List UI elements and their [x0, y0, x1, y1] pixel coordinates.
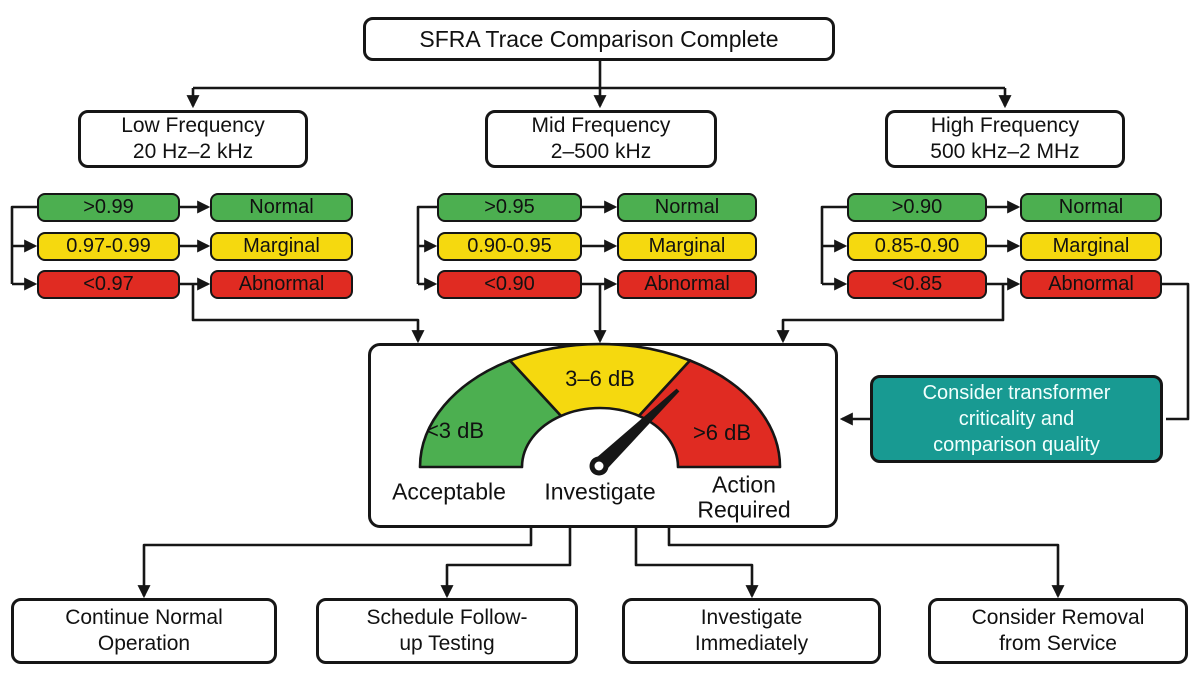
high-threshold-normal: >0.90 [847, 192, 987, 222]
band-label-line1: High Frequency [930, 114, 1080, 138]
band-node-mid-frequency: Mid Frequency 2–500 kHz [485, 110, 717, 168]
outcome-line2: Operation [97, 632, 191, 655]
outcome-line2: from Service [999, 632, 1117, 655]
mid-status-abnormal: Abnormal [617, 269, 757, 299]
high-threshold-marginal: 0.85-0.90 [847, 231, 987, 261]
gauge-action-line2: Required [697, 497, 791, 523]
outcome-line1: Continue Normal [65, 606, 223, 630]
threshold-value: 0.97-0.99 [66, 234, 151, 257]
status-value: Normal [654, 195, 720, 218]
note-line1: Consider transformer [922, 382, 1111, 404]
low-status-abnormal: Abnormal [210, 269, 353, 299]
threshold-value: 0.90-0.95 [467, 234, 552, 257]
band-node-high-frequency: High Frequency 500 kHz–2 MHz [885, 110, 1125, 168]
high-status-marginal: Marginal [1020, 231, 1162, 261]
threshold-value: 0.85-0.90 [874, 234, 960, 257]
outcome-line2: up Testing [399, 632, 495, 655]
gauge-red-range-label: >6 dB [692, 420, 752, 445]
gauge-green-range-label: <3 dB [425, 418, 485, 443]
band-label-line2: 500 kHz–2 MHz [930, 140, 1080, 163]
low-threshold-normal: >0.99 [37, 192, 180, 222]
threshold-value: <0.97 [83, 272, 134, 295]
mid-threshold-normal: >0.95 [437, 192, 582, 222]
low-status-marginal: Marginal [210, 231, 353, 261]
gauge-action-required-label: Action Required [697, 471, 791, 524]
band-label-line2: 2–500 kHz [550, 140, 652, 163]
threshold-value: <0.90 [484, 272, 535, 295]
mid-status-normal: Normal [617, 192, 757, 222]
mid-threshold-abnormal: <0.90 [437, 269, 582, 299]
threshold-value: >0.99 [83, 195, 134, 218]
start-node-label: SFRA Trace Comparison Complete [419, 25, 779, 52]
note-line2: criticality and [958, 408, 1075, 430]
status-value: Marginal [1052, 234, 1130, 257]
high-status-abnormal: Abnormal [1020, 269, 1162, 299]
outcome-node-consider-removal-from-service: Consider Removal from Service [928, 598, 1188, 664]
low-status-normal: Normal [210, 192, 353, 222]
threshold-value: >0.90 [891, 195, 943, 218]
outcome-line1: Investigate [700, 606, 803, 630]
status-value: Marginal [648, 234, 726, 257]
status-value: Abnormal [1048, 272, 1134, 295]
criticality-note-node: Consider transformer criticality and com… [870, 375, 1163, 463]
status-value: Abnormal [238, 272, 325, 295]
top-fanout-connectors [186, 61, 1012, 109]
status-value: Marginal [243, 234, 320, 257]
low-threshold-marginal: 0.97-0.99 [37, 231, 180, 261]
gauge-yellow-range-label: 3–6 dB [565, 366, 635, 391]
band-label-line2: 20 Hz–2 kHz [132, 140, 254, 163]
gauge-investigate-label: Investigate [544, 478, 656, 505]
band-node-low-frequency: Low Frequency 20 Hz–2 kHz [78, 110, 308, 168]
band-label-line1: Mid Frequency [531, 114, 671, 138]
threshold-value: <0.85 [891, 272, 943, 295]
outcome-connectors [137, 528, 1065, 599]
status-value: Normal [249, 195, 314, 218]
gauge-acceptable-label: Acceptable [392, 478, 506, 505]
start-node: SFRA Trace Comparison Complete [363, 17, 835, 61]
status-value: Abnormal [644, 272, 730, 295]
status-value: Normal [1058, 195, 1124, 218]
mid-threshold-marginal: 0.90-0.95 [437, 231, 582, 261]
threshold-value: >0.95 [484, 195, 535, 218]
outcome-line2: Immediately [694, 632, 809, 655]
low-threshold-abnormal: <0.97 [37, 269, 180, 299]
note-line3: comparison quality [933, 434, 1100, 456]
high-threshold-abnormal: <0.85 [847, 269, 987, 299]
outcome-node-continue-normal-operation: Continue Normal Operation [11, 598, 277, 664]
outcome-node-schedule-followup-testing: Schedule Follow- up Testing [316, 598, 578, 664]
band-label-line1: Low Frequency [121, 114, 265, 138]
high-status-normal: Normal [1020, 192, 1162, 222]
outcome-node-investigate-immediately: Investigate Immediately [622, 598, 881, 664]
mid-status-marginal: Marginal [617, 231, 757, 261]
gauge-action-line1: Action [712, 471, 776, 498]
outcome-line1: Schedule Follow- [366, 606, 528, 630]
outcome-line1: Consider Removal [971, 606, 1145, 630]
